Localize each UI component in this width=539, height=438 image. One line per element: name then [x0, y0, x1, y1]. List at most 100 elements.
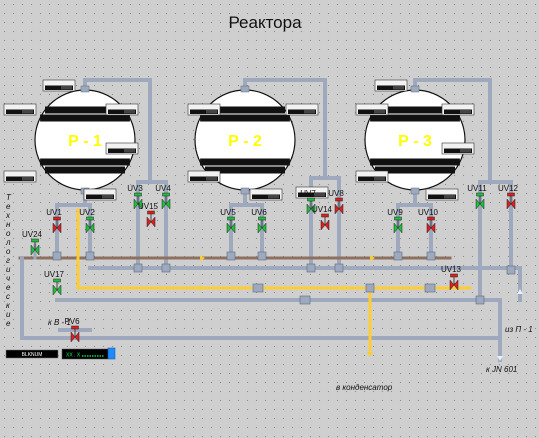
valve-uv13[interactable]: UV13	[441, 265, 462, 291]
indicator-box[interactable]	[42, 79, 76, 92]
valve-label: UV15	[138, 202, 159, 211]
valve-label: UV13	[441, 265, 462, 274]
valve-uv8[interactable]: UV8	[328, 189, 344, 215]
reactor-band	[200, 114, 290, 122]
indicator-box[interactable]	[83, 188, 117, 201]
valve-uv5[interactable]: UV5	[220, 208, 236, 234]
indicator-box[interactable]	[355, 103, 389, 116]
indicator-box[interactable]	[249, 188, 283, 201]
flow-arrows-gray	[497, 289, 523, 361]
valve-label: UV4	[155, 184, 171, 193]
indicator-box[interactable]	[441, 103, 475, 116]
valve-label: UV11	[467, 184, 487, 193]
valve-uv12[interactable]: UV12	[498, 184, 519, 210]
value-spin-button[interactable]	[107, 347, 116, 360]
valve-actuator	[227, 216, 235, 221]
valve-actuator	[507, 192, 515, 197]
blknum-button[interactable]	[5, 349, 59, 359]
valve-uv4[interactable]: UV4	[155, 184, 171, 210]
valve-label: UV10	[418, 208, 439, 217]
reactor-inlet	[80, 85, 90, 93]
indicator-box[interactable]	[105, 142, 139, 155]
valve-uv2[interactable]: UV2	[79, 208, 95, 234]
valve-actuator	[476, 192, 484, 197]
valve-label: UV5	[220, 208, 236, 217]
reactor-name: Р - 2	[228, 133, 262, 150]
indicator-box[interactable]	[441, 142, 475, 155]
valve-uv11[interactable]: UV11	[467, 184, 487, 210]
page-title: Реактора	[228, 13, 302, 32]
indicator-box[interactable]	[187, 170, 221, 183]
valve-actuator	[307, 197, 315, 202]
reactor-3[interactable]: Р - 3	[364, 85, 466, 195]
valve-uv24[interactable]: UV24	[22, 230, 43, 256]
indicator-box[interactable]	[355, 170, 389, 183]
valve-actuator	[134, 192, 142, 197]
valve-label: UV7	[300, 189, 316, 198]
indicator-box[interactable]	[105, 103, 139, 116]
reactor-band	[370, 158, 460, 166]
valve-label: UV24	[22, 230, 43, 239]
valve-actuator	[71, 325, 79, 330]
valve-uv3[interactable]: UV3	[127, 184, 143, 210]
valve-uv1[interactable]: UV1	[46, 208, 62, 234]
valve-uv15[interactable]: UV15	[138, 202, 159, 228]
label-to-condenser: в конденсатор	[336, 383, 393, 392]
indicator-box[interactable]	[187, 103, 221, 116]
reactor-band	[45, 106, 125, 114]
reactor-name: Р - 1	[68, 133, 102, 150]
valve-actuator	[31, 238, 39, 243]
valve-uv17[interactable]: UV17	[44, 270, 65, 296]
indicator-group	[3, 79, 475, 201]
valve-label: UV8	[328, 189, 344, 198]
reactor-band	[40, 158, 130, 166]
reactor-group: Р - 1 Р - 2 Р - 3	[34, 85, 466, 195]
label-to-b1: к В - 1	[48, 318, 71, 327]
reactor-outlet	[410, 187, 420, 195]
valve-uv14[interactable]: UV14	[312, 205, 333, 231]
valve-pv6[interactable]: PV6	[64, 317, 80, 343]
reactor-band	[205, 166, 285, 174]
valve-label: UV2	[79, 208, 95, 217]
flow-arrows	[200, 255, 375, 357]
value-display-text: XX . X	[66, 353, 81, 359]
valve-actuator	[53, 278, 61, 283]
indicator-box[interactable]	[3, 103, 37, 116]
reactor-1[interactable]: Р - 1	[34, 85, 136, 195]
pipe-network	[18, 78, 522, 362]
valve-actuator	[335, 197, 343, 202]
valve-uv10[interactable]: UV10	[418, 208, 439, 234]
bottom-status-panel: BLKNUM XX . X	[5, 347, 116, 360]
valve-actuator	[321, 213, 329, 218]
valve-label: PV6	[64, 317, 80, 326]
valve-label: UV17	[44, 270, 65, 279]
valve-uv6[interactable]: UV6	[251, 208, 267, 234]
reactor-name: Р - 3	[398, 133, 432, 150]
valve-uv9[interactable]: UV9	[387, 208, 403, 234]
valve-actuator	[450, 273, 458, 278]
valve-label: UV6	[251, 208, 267, 217]
indicator-box[interactable]	[285, 103, 319, 116]
valve-actuator	[86, 216, 94, 221]
reactor-band	[370, 114, 460, 122]
reactor-band	[205, 106, 285, 114]
indicator-box[interactable]	[374, 79, 408, 92]
indicator-box[interactable]	[3, 170, 37, 183]
valve-uv7[interactable]: UV7	[300, 189, 316, 215]
valve-actuator	[53, 216, 61, 221]
valve-label: UV12	[498, 184, 519, 193]
valve-actuator	[147, 210, 155, 215]
label-from-p1: из П - 1	[505, 325, 533, 334]
pipe-junctions	[52, 251, 516, 305]
blknum-button-label: BLKNUM	[22, 352, 43, 358]
valve-label: UV14	[312, 205, 333, 214]
indicator-box[interactable]	[425, 188, 459, 201]
valve-label: UV9	[387, 208, 403, 217]
reactor-band	[200, 158, 290, 166]
reactor-band	[375, 106, 455, 114]
